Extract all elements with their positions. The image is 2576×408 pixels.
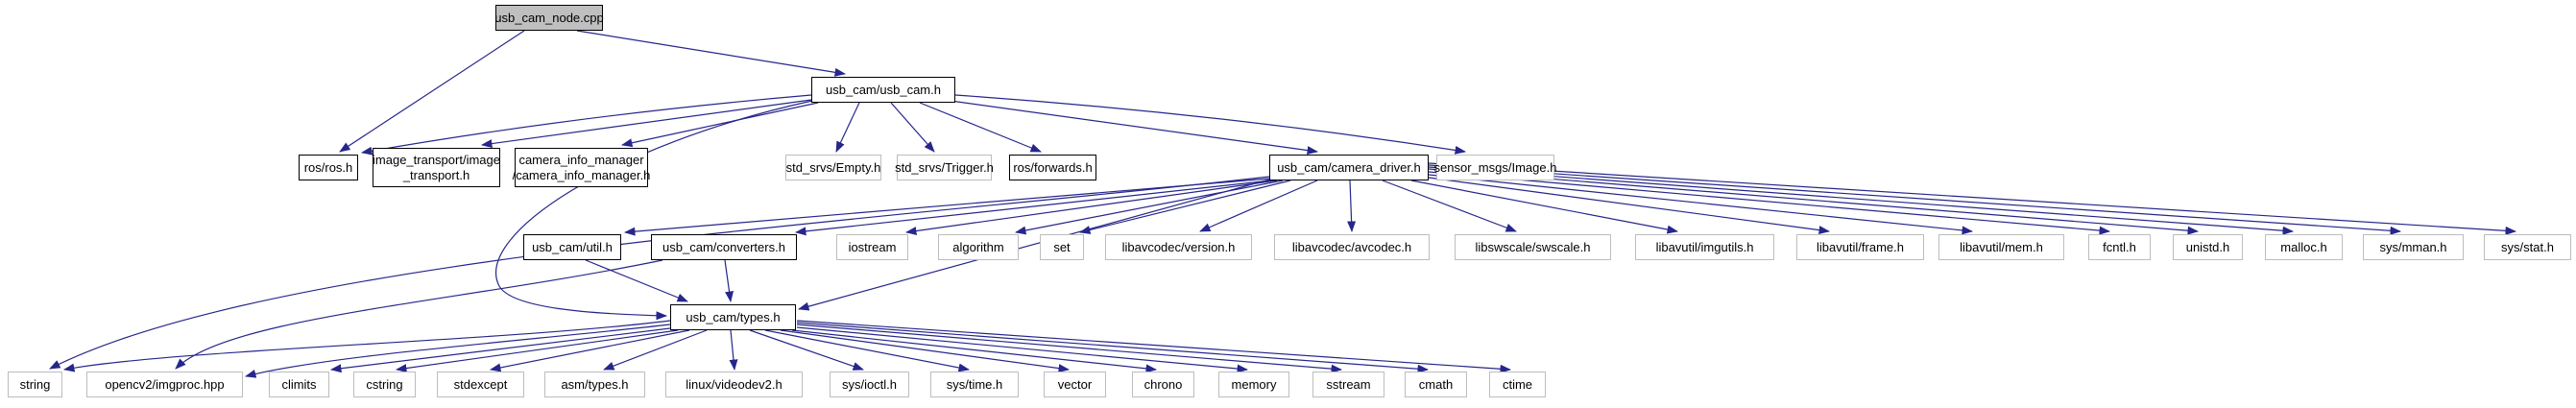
edge-usb-cam-usb-cam-h-to-image-transport-h [481, 99, 812, 149]
node-std-srvs-trigger-h: std_srvs/Trigger.h [895, 155, 994, 180]
node-iostream: iostream [836, 234, 908, 260]
edge-usb-cam-camera-driver-h-to-set [1079, 180, 1291, 234]
edge-usb-cam-types-h-to-sstream [796, 324, 1342, 373]
edge-usb-cam-camera-driver-h-to-usb-cam-converters-h [795, 180, 1272, 236]
node-string: string [8, 372, 62, 397]
edge-usb-cam-camera-driver-h-to-fcntl-h [1428, 171, 2110, 235]
node-stdexcept: stdexcept [437, 372, 524, 397]
node-cmath: cmath [1405, 372, 1467, 397]
edges-group [49, 30, 2516, 378]
node-usb-cam-usb-cam-h[interactable]: usb_cam/usb_cam.h [811, 77, 955, 103]
node-ctime: ctime [1489, 372, 1546, 397]
edge-usb-cam-camera-driver-h-to-libavutil-mem-h [1428, 174, 1973, 235]
node-usb-cam-node-cpp: usb_cam_node.cpp [494, 5, 604, 31]
node-cstring: cstring [353, 372, 416, 397]
edge-usb-cam-camera-driver-h-to-usb-cam-types-h [798, 179, 1270, 311]
edge-usb-cam-types-h-to-climits [330, 327, 671, 373]
node-camera-info-manager-h[interactable]: camera_info_manager /camera_info_manager… [513, 148, 650, 187]
edge-usb-cam-usb-cam-h-to-camera-info-manager-h [621, 102, 819, 148]
edge-usb-cam-types-h-to-memory [796, 326, 1248, 373]
edge-usb-cam-converters-h-to-opencv2-imgproc-hpp [175, 259, 663, 370]
edge-usb-cam-usb-cam-h-to-usb-cam-types-h [495, 100, 813, 321]
edge-usb-cam-camera-driver-h-to-libswscale-swscale-h [1382, 180, 1517, 232]
edge-usb-cam-types-h-to-stdexcept [490, 329, 690, 372]
edge-usb-cam-camera-driver-h-to-libavutil-frame-h [1428, 177, 1830, 235]
node-sys-ioctl-h: sys/ioctl.h [830, 372, 909, 397]
node-libavutil-imgutils-h: libavutil/imgutils.h [1635, 234, 1774, 260]
node-linux-videodev2-h: linux/videodev2.h [665, 372, 803, 397]
edge-usb-cam-types-h-to-cmath [796, 322, 1429, 373]
node-usb-cam-converters-h[interactable]: usb_cam/converters.h [651, 234, 797, 260]
edge-usb-cam-types-h-to-string [63, 320, 671, 372]
node-usb-cam-camera-driver-h[interactable]: usb_cam/camera_driver.h [1269, 155, 1429, 180]
edge-usb-cam-types-h-to-cstring [396, 329, 679, 373]
node-sys-mman-h: sys/mman.h [2363, 234, 2464, 260]
node-unistd-h: unistd.h [2173, 234, 2243, 260]
node-asm-types-h: asm/types.h [544, 372, 645, 397]
edge-usb-cam-camera-driver-h-to-iostream [905, 180, 1278, 236]
edge-usb-cam-types-h-to-opencv2-imgproc-hpp [245, 324, 671, 378]
edge-usb-cam-camera-driver-h-to-libavutil-imgutils-h [1410, 180, 1678, 234]
edge-usb-cam-util-h-to-usb-cam-types-h [585, 259, 688, 302]
node-sensor-msgs-image-h: sensor_msgs/Image.h [1434, 155, 1556, 180]
node-sstream: sstream [1312, 372, 1384, 397]
edge-usb-cam-types-h-to-asm-types-h [603, 329, 708, 371]
edge-usb-cam-camera-driver-h-to-libavcodec-version-h [1199, 180, 1318, 232]
node-ros-ros-h[interactable]: ros/ros.h [299, 155, 358, 180]
node-libswscale-swscale-h: libswscale/swscale.h [1455, 234, 1611, 260]
edge-usb-cam-camera-driver-h-to-algorithm [1015, 180, 1284, 235]
node-sys-stat-h: sys/stat.h [2484, 234, 2571, 260]
node-usb-cam-types-h[interactable]: usb_cam/types.h [670, 304, 796, 330]
edge-usb-cam-usb-cam-h-to-sensor-msgs-image-h [954, 94, 1466, 155]
node-set: set [1040, 234, 1084, 260]
node-image-transport-h[interactable]: image_transport/image _transport.h [373, 148, 500, 187]
edge-usb-cam-types-h-to-linux-videodev2-h [729, 329, 738, 371]
edge-usb-cam-converters-h-to-usb-cam-types-h [724, 259, 734, 302]
node-sys-time-h: sys/time.h [930, 372, 1019, 397]
edge-usb-cam-camera-driver-h-to-sys-stat-h [1428, 162, 2516, 235]
node-fcntl-h: fcntl.h [2088, 234, 2151, 260]
node-usb-cam-util-h[interactable]: usb_cam/util.h [523, 234, 621, 260]
node-ros-forwards-h[interactable]: ros/forwards.h [1009, 155, 1096, 180]
edge-usb-cam-camera-driver-h-to-malloc-h [1428, 166, 2294, 235]
edge-usb-cam-usb-cam-h-to-ros-ros-h [361, 94, 812, 156]
node-opencv2-imgproc-hpp: opencv2/imgproc.hpp [86, 372, 243, 397]
edge-usb-cam-camera-driver-h-to-usb-cam-util-h [624, 178, 1270, 236]
edge-usb-cam-usb-cam-h-to-ros-forwards-h [919, 102, 1042, 153]
edge-usb-cam-types-h-to-sys-ioctl-h [749, 329, 864, 371]
node-libavutil-frame-h: libavutil/frame.h [1796, 234, 1924, 260]
node-vector: vector [1044, 372, 1106, 397]
edge-usb-cam-types-h-to-ctime [796, 320, 1511, 373]
node-libavutil-mem-h: libavutil/mem.h [1938, 234, 2064, 260]
node-std-srvs-empty-h: std_srvs/Empty.h [785, 155, 881, 180]
edge-usb-cam-node-cpp-to-usb-cam-usb-cam-h [576, 30, 846, 77]
edge-usb-cam-usb-cam-h-to-usb-cam-camera-driver-h [950, 100, 1318, 156]
node-climits: climits [269, 372, 329, 397]
node-libavcodec-avcodec-h: libavcodec/avcodec.h [1274, 234, 1430, 260]
edge-usb-cam-node-cpp-to-ros-ros-h [339, 30, 525, 153]
edge-usb-cam-types-h-to-chrono [791, 329, 1157, 373]
node-memory: memory [1218, 372, 1289, 397]
edge-usb-cam-camera-driver-h-to-libavcodec-avcodec-h [1347, 180, 1357, 232]
edge-usb-cam-camera-driver-h-to-sys-mman-h [1428, 164, 2401, 235]
node-chrono: chrono [1132, 372, 1194, 397]
edge-usb-cam-types-h-to-sys-time-h [764, 329, 970, 372]
node-malloc-h: malloc.h [2265, 234, 2343, 260]
edge-usb-cam-camera-driver-h-to-unistd-h [1428, 168, 2199, 235]
edge-usb-cam-usb-cam-h-to-std-srvs-empty-h [835, 102, 860, 153]
node-libavcodec-version-h: libavcodec/version.h [1105, 234, 1252, 260]
edge-usb-cam-usb-cam-h-to-std-srvs-trigger-h [890, 102, 935, 153]
node-algorithm: algorithm [938, 234, 1019, 260]
edge-usb-cam-types-h-to-vector [780, 329, 1070, 373]
